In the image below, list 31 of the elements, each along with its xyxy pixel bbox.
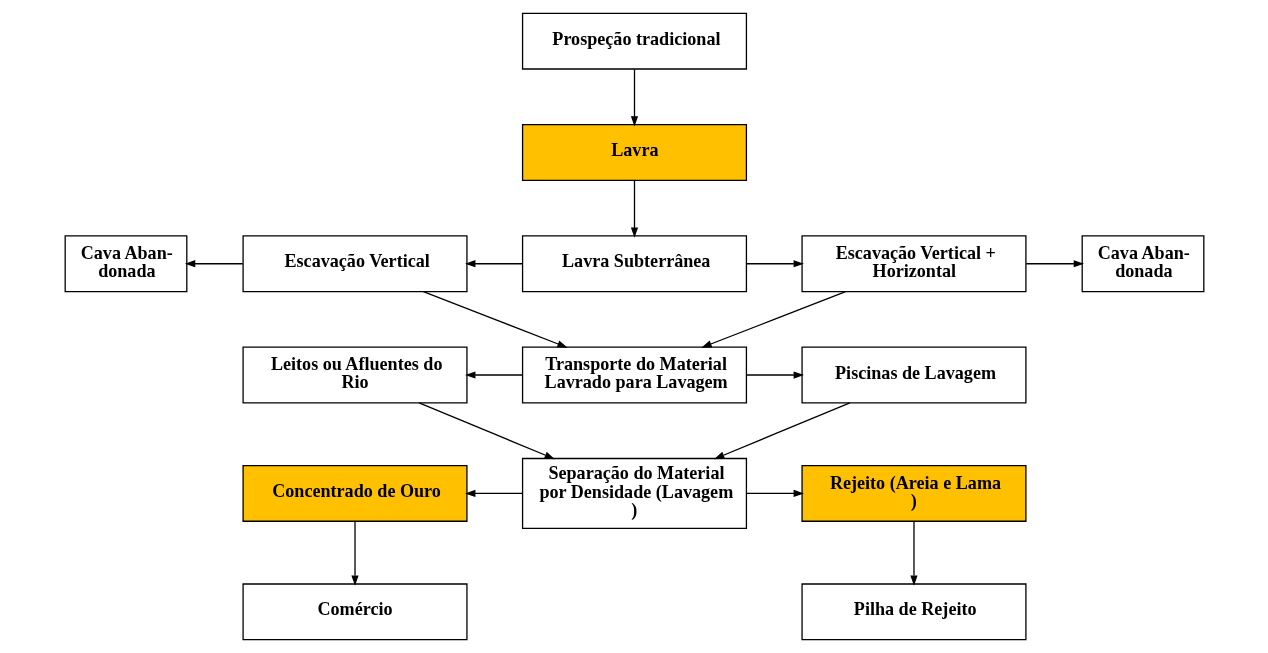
node-box: Transporte do Material Lavrado para Lavagem: [521, 346, 747, 404]
node-box: Leitos ou Afluentes do Rio: [241, 346, 468, 404]
node-box: Piscinas de Lavagem: [800, 346, 1027, 404]
arrow: [745, 260, 804, 268]
arrow: [464, 260, 523, 268]
arrow: [464, 489, 523, 498]
node-box: Pilha de Rejeito: [800, 583, 1027, 641]
arrow: [1025, 260, 1084, 268]
node-box: Lavra Subterrânea: [521, 235, 747, 293]
arrow: [909, 520, 918, 586]
arrow: [630, 68, 638, 127]
arrow: [745, 371, 804, 379]
arrow: [184, 260, 243, 268]
arrow: [713, 402, 850, 460]
node-box: Cava Aban- donada: [64, 235, 187, 293]
node-box: Concentrado de Ouro: [241, 464, 468, 522]
node-box: Escavação Vertical: [241, 235, 468, 293]
node-box: Cava Aban- donada: [1081, 235, 1204, 293]
node-box: Rejeito (Areia e Lama ): [800, 464, 1027, 522]
node-box: Escavação Vertical + Horizontal: [800, 235, 1027, 293]
arrow: [630, 179, 638, 238]
node-box: Lavra: [521, 124, 747, 181]
node-box: Comércio: [241, 583, 468, 641]
arrow: [350, 520, 359, 586]
node-box: Separação do Material por Densidade (Lavagem ): [521, 457, 747, 529]
node-box: Prospeção tradicional: [521, 12, 747, 70]
arrow: [464, 371, 523, 379]
arrow: [418, 402, 555, 460]
arrow: [700, 291, 846, 348]
arrow: [422, 291, 568, 348]
arrow: [745, 489, 804, 498]
